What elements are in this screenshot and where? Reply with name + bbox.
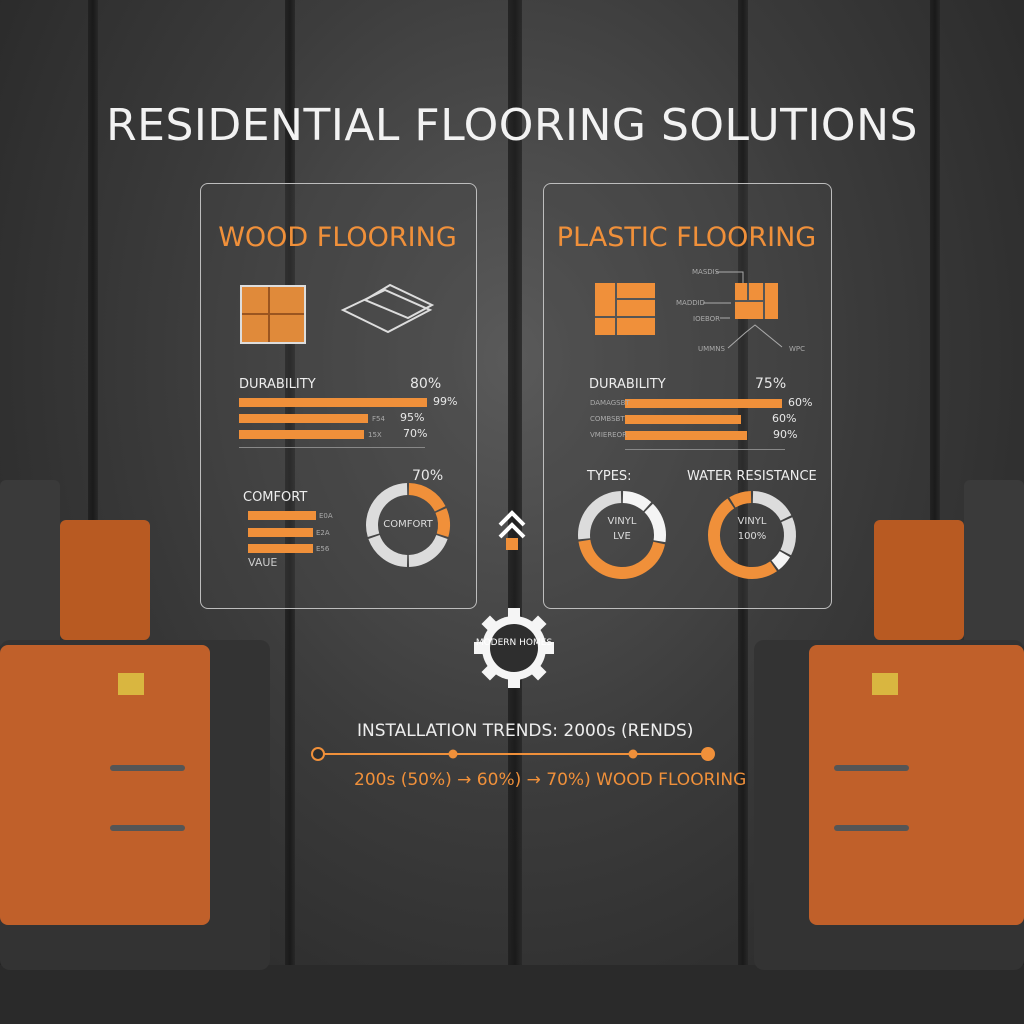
durability-bar (239, 430, 364, 439)
wall-seam (930, 0, 940, 1000)
durability-bar (239, 414, 368, 423)
bar-value: 60% (788, 396, 813, 409)
durability-bar (625, 431, 747, 440)
diagram-label: WPC (789, 345, 806, 353)
bar-value: 95% (400, 411, 425, 424)
durability-bar (625, 399, 782, 408)
diagram-label: MADDID (676, 299, 706, 307)
wood-heading: WOOD FLOORING (218, 222, 457, 253)
comfort-bar (248, 511, 316, 520)
gear-tooth (481, 662, 500, 681)
diagram-label: MASDIS (692, 268, 720, 276)
wood-comfort-label: COMFORT (243, 490, 308, 505)
comfort-bar-tag: E0A (319, 512, 333, 520)
bar-value: 70% (403, 427, 428, 440)
page-title: RESIDENTIAL FLOORING SOLUTIONS (106, 100, 918, 151)
comfort-donut-value: 70% (412, 468, 444, 484)
comfort-bar-tag: E2A (316, 529, 330, 537)
water-donut-center: VINYL (737, 516, 767, 527)
tile-pattern-icon (595, 283, 655, 335)
modern-homes-badge: MODERN HOMES (475, 638, 553, 648)
durability-bar (239, 398, 427, 407)
wood-durability-label: DURABILITY (239, 377, 316, 392)
gear-tooth (481, 615, 500, 634)
comfort-bar (248, 528, 313, 537)
gear-tooth (528, 662, 547, 681)
comfort-bar-tag: E56 (316, 545, 330, 553)
bar-tag: COMBSBT (590, 415, 625, 423)
bar-value: 60% (772, 412, 797, 425)
bar-value: 99% (433, 395, 458, 408)
water-resistance-label: WATER RESISTANCE (687, 469, 817, 484)
machine-right (754, 480, 1024, 980)
diagram-label: UMMNS (698, 345, 725, 353)
types-donut-center: VINYL (607, 516, 637, 527)
bar-value: 90% (773, 428, 798, 441)
wall-seam (88, 0, 98, 1000)
value-label: VAUE (248, 556, 278, 569)
wall-seam (508, 0, 522, 1000)
wall-seam (285, 0, 295, 1000)
gear-tooth (528, 615, 547, 634)
comfort-bar (248, 544, 313, 553)
types-donut-center: LVE (613, 531, 631, 542)
floor (0, 965, 1024, 1024)
bar-tag: 15X (368, 431, 382, 439)
installation-trends-label: INSTALLATION TRENDS: 2000s (RENDS) (357, 721, 694, 741)
layer-diagram-icon (735, 283, 778, 319)
comfort-donut-center: COMFORT (383, 519, 433, 530)
bar-tag: VMIEREOR (590, 431, 627, 439)
timeline-text: 200s (50%) → 60%) → 70%) WOOD FLOORING (354, 770, 747, 790)
axis (239, 447, 425, 448)
parquet-tile-icon (240, 285, 306, 344)
bar-tag: F54 (372, 415, 385, 423)
durability-bar (625, 415, 741, 424)
wood-durability-value: 80% (410, 376, 442, 392)
axis (625, 449, 785, 450)
diagram-label: IOEBOR (693, 315, 721, 323)
machine-left (0, 480, 270, 980)
water-donut-center: 100% (737, 531, 767, 542)
types-label: TYPES: (587, 469, 632, 484)
plastic-durability-value: 75% (755, 376, 787, 392)
bar-tag: DAMAGSBT (590, 399, 630, 407)
plastic-durability-label: DURABILITY (589, 377, 666, 392)
plastic-heading: PLASTIC FLOORING (556, 222, 817, 253)
